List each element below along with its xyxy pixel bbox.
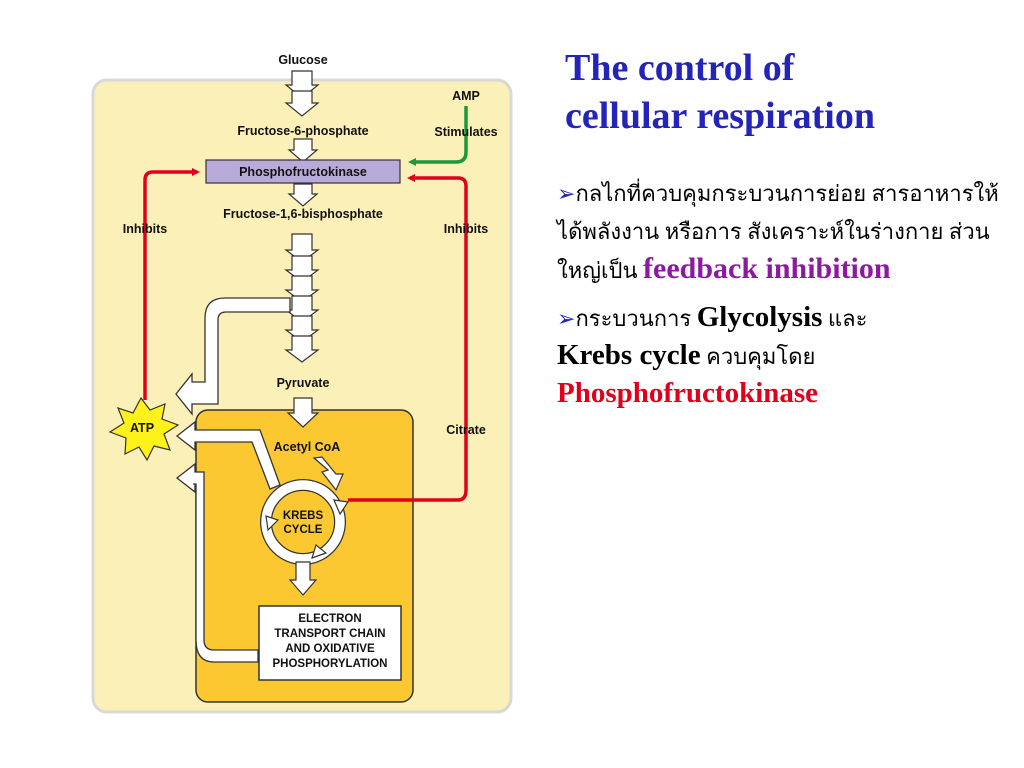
acetyl-coa-label: Acetyl CoA [274,440,341,454]
slide-title: The control of cellular respiration [565,44,1005,140]
krebs-cycle-term: Krebs cycle [557,338,701,371]
inhibits-left-label: Inhibits [123,222,167,236]
etc-label-3: AND OXIDATIVE [285,643,375,655]
inhibits-right-label: Inhibits [444,222,488,236]
krebs-etc-arrow [288,561,318,596]
f16bp-label: Fructose-1,6-bisphosphate [223,207,383,221]
citrate-inhibition-line [348,174,468,502]
krebs-cycle-ring [260,479,350,565]
amp-label: AMP [452,89,480,103]
krebs-atp-arrow [175,420,281,490]
glycolysis-arrows [284,233,320,363]
bullet-2-text-b: และ [822,305,868,331]
atp-inhibition-line [143,168,200,400]
phosphofructokinase-text: Phosphofructokinase [557,376,819,409]
etc-atp-arrow [175,462,259,663]
etc-label-1: ELECTRON [298,613,361,625]
amp-stimulation-line [408,106,468,166]
enzyme-arrow [287,183,319,207]
bullet-1: ➢กลไกที่ควบคุมกระบวนการย่อย สารอาหารให้ไ… [557,175,1007,290]
glycolysis-term: Glycolysis [696,300,823,333]
etc-box [258,605,402,681]
bullet-arrow-icon: ➢ [557,181,576,206]
atp-burst [108,396,180,462]
bullet-arrow-icon: ➢ [557,305,576,331]
acetyl-arrow [312,456,344,492]
title-line-1: The control of [565,47,795,89]
stimulates-label: Stimulates [434,125,497,139]
etc-label-4: PHOSPHORYLATION [272,658,387,670]
f6p-arrow [287,138,319,163]
bullet-list: ➢กลไกที่ควบคุมกระบวนการย่อย สารอาหารให้ไ… [557,175,1007,413]
bullet-2-text-c: ควบคุมโดย [700,343,816,369]
phosphofructokinase-label: Phosphofructokinase [239,165,367,179]
krebs-label-2: CYCLE [284,524,323,536]
title-line-2: cellular respiration [565,95,875,137]
citrate-label: Citrate [446,423,486,437]
glucose-arrow [284,70,320,117]
atp-label: ATP [130,421,154,435]
krebs-label-1: KREBS [283,510,324,522]
etc-label-2: TRANSPORT CHAIN [274,628,385,640]
f6p-label: Fructose-6-phosphate [237,124,368,138]
pyruvate-label: Pyruvate [277,376,330,390]
glycolysis-atp-arrow [175,297,291,416]
bullet-1-text: กลไกที่ควบคุมกระบวนการย่อย สารอาหารให้ได… [557,181,999,283]
phosphofructokinase-box [205,159,401,184]
bullet-2-text-a: กระบวนการ [575,305,697,331]
glucose-label: Glucose [278,53,327,67]
feedback-inhibition-text: feedback inhibition [643,252,891,285]
bullet-2: ➢กระบวนการ Glycolysis และ Krebs cycle คว… [557,299,1007,413]
pyruvate-arrow [286,397,320,428]
